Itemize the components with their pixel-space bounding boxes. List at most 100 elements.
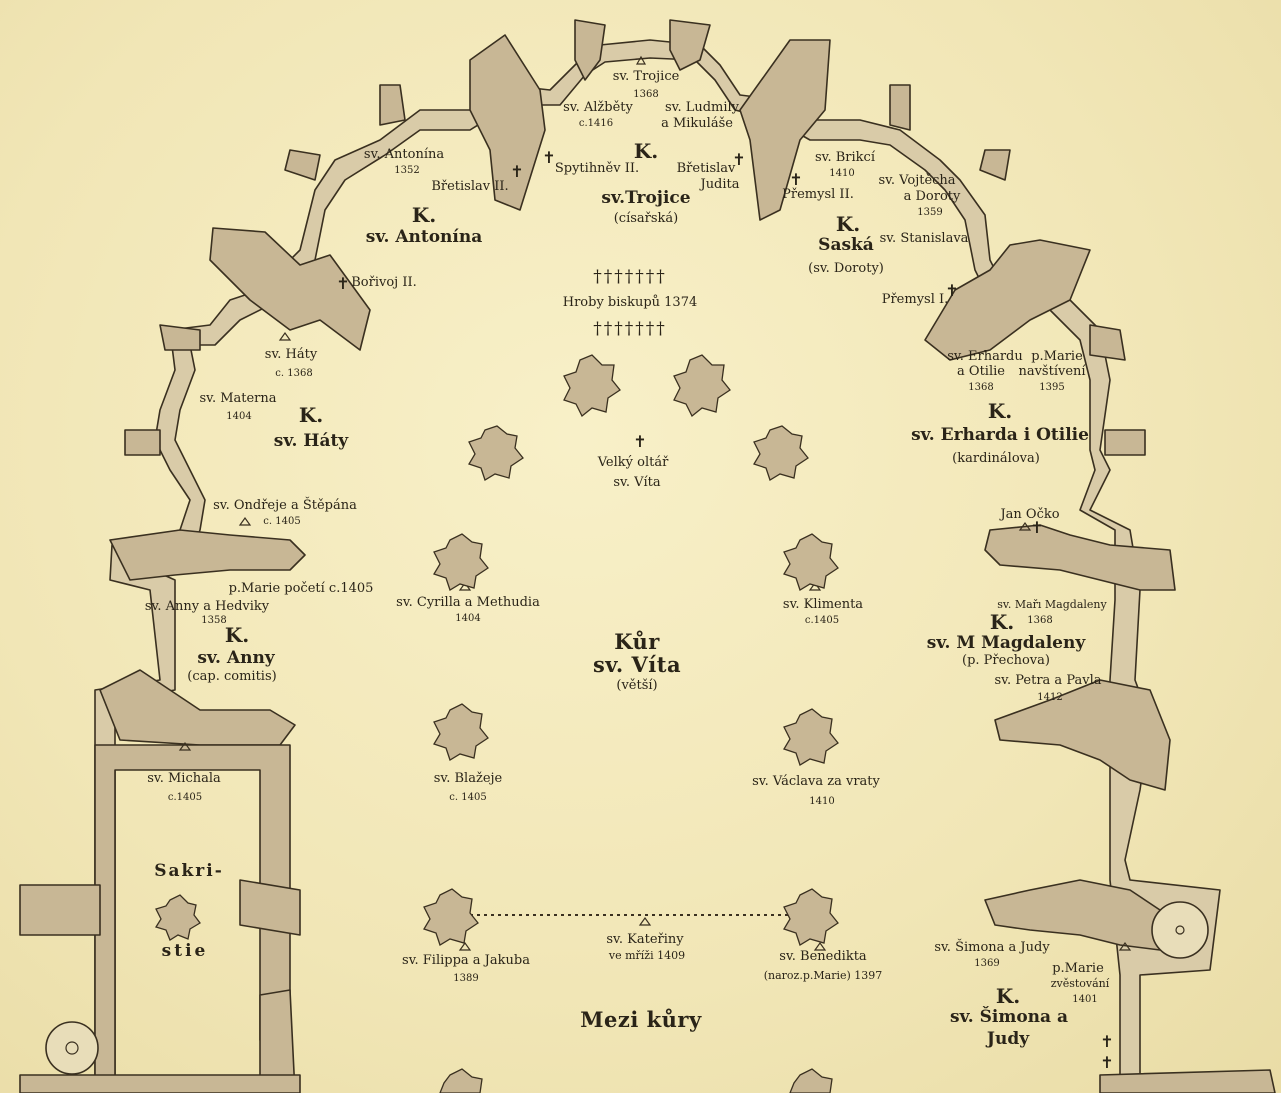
pier-cross-12 <box>439 1068 483 1093</box>
label-year: 1359 <box>917 207 943 218</box>
label-year: c. 1405 <box>263 516 301 527</box>
label-anny-small: sv. Anny a Hedviky <box>144 599 270 614</box>
label-kateriny: sv. Kateřiny <box>606 932 684 947</box>
pier-cross-1 <box>563 354 621 418</box>
pier-ne-1 <box>739 39 831 221</box>
pier-cross-10 <box>783 888 839 946</box>
stub-8 <box>1104 429 1146 456</box>
grave-cross-icon: ✝ <box>510 162 524 181</box>
pier-e-2 <box>994 679 1171 791</box>
label-antonina-big: sv. Antonína <box>365 227 483 247</box>
label-alzbety: sv. Alžběty <box>563 100 633 115</box>
label-kaple-antonina: K. <box>411 203 437 227</box>
pier-sw-2 <box>259 989 296 1093</box>
altar-cross-icon: ✝ <box>633 432 647 451</box>
label-kaple-saska: K. <box>835 212 861 236</box>
grave-cross-icon: ✝ <box>732 150 746 169</box>
label-marie-poceti: p.Marie početí c.1405 <box>228 581 374 596</box>
label-anny-big: sv. Anny <box>197 648 275 668</box>
pier-cross-11 <box>154 894 201 941</box>
label-mikulase: a Mikuláše <box>661 116 733 131</box>
label-trojice-big: sv.Trojice <box>601 188 691 208</box>
label-premysl1: Přemysl I. <box>881 292 949 307</box>
stub-6 <box>1089 324 1126 361</box>
label-anny-sub: (cap. comitis) <box>187 669 277 684</box>
label-year: 1401 <box>1072 994 1098 1005</box>
label-kur-vita: sv. Víta <box>592 652 682 677</box>
grave-cross-icon: ✝ <box>1030 518 1044 537</box>
label-year: 1352 <box>394 165 420 176</box>
pier-cross-2 <box>673 354 731 418</box>
label-kaple-haty: K. <box>298 403 324 427</box>
label-ludmily: sv. Ludmily <box>664 100 740 115</box>
grave-cross-icon: ✝ <box>945 281 959 300</box>
label-premysl2: Přemysl II. <box>782 187 854 202</box>
pier-cross-13 <box>789 1068 833 1093</box>
pier-sw-3 <box>19 1074 301 1093</box>
label-oltar: Velký oltář <box>597 455 669 470</box>
label-year: 1369 <box>974 958 1000 969</box>
label-year: 1368 <box>633 89 659 100</box>
stub-4 <box>979 149 1011 181</box>
label-jan-ocko: Jan Očko <box>1000 507 1060 522</box>
label-kaple-anny: K. <box>224 623 250 647</box>
label-magdaleny-sub: (p. Přechova) <box>962 653 1050 668</box>
label-kateriny-sub: ve mříži 1409 <box>608 949 686 962</box>
label-magdaleny-small: sv. Mařı Magdaleny <box>997 598 1107 611</box>
pier-e-1 <box>984 524 1176 591</box>
pier-w-1 <box>109 529 306 581</box>
label-simona-small: sv. Šimona a Judy <box>934 940 1050 955</box>
stub-5 <box>159 324 201 351</box>
label-borivoj: Bořivoj II. <box>351 275 417 290</box>
label-year: 1368 <box>968 382 994 393</box>
sacristy-west-wall <box>19 884 101 936</box>
label-kaple-magdaleny: K. <box>989 610 1015 634</box>
label-year: 1404 <box>455 613 481 624</box>
pier-ne-2 <box>924 239 1091 361</box>
pier-cross-6 <box>783 533 839 591</box>
label-michala: sv. Michala <box>147 771 221 786</box>
label-year: 1395 <box>1039 382 1065 393</box>
label-kur: Kůr <box>614 629 660 654</box>
label-bretislav2: Břetislav II. <box>431 179 509 194</box>
label-year: c.1405 <box>167 792 203 803</box>
label-kaple-trojice: K. <box>633 139 659 163</box>
label-judy-big: Judy <box>986 1029 1030 1049</box>
grave-cross-icon: ✝ <box>1100 1053 1114 1072</box>
label-benedikta: sv. Benedikta <box>779 949 867 964</box>
pier-n-1 <box>469 34 546 211</box>
label-erharda-small: sv. Erhardu <box>947 349 1023 364</box>
label-erharda-sub: (kardinálova) <box>952 451 1040 466</box>
label-sakristie-2: stie <box>161 941 209 961</box>
graves-row-top: ††††††† <box>593 267 667 287</box>
pier-cross-9 <box>423 888 479 946</box>
pier-cross-8 <box>783 708 839 766</box>
label-year: c.1416 <box>578 118 614 129</box>
label-trojice-small: sv. Trojice <box>612 69 680 84</box>
label-kur-sub: (větší) <box>616 678 658 693</box>
label-brikci: sv. Brikcí <box>815 150 875 165</box>
label-year: 1410 <box>829 168 855 179</box>
label-year: c. 1405 <box>449 792 487 803</box>
label-doroty: a Doroty <box>903 189 961 204</box>
label-year: 1412 <box>1037 692 1063 703</box>
pier-cross-4 <box>753 425 809 481</box>
label-antonina-small: sv. Antonína <box>363 147 445 162</box>
sacristy-wall <box>94 744 291 1093</box>
pier-cross-5 <box>433 533 489 591</box>
label-year: c. 1368 <box>275 368 313 379</box>
label-kaple-erharda: K. <box>987 399 1013 423</box>
label-year: 1404 <box>226 411 252 422</box>
stub-7 <box>124 429 161 456</box>
stair-turret-west <box>45 1021 99 1075</box>
pier-n-3 <box>669 19 711 71</box>
label-stanislava: sv. Stanislava <box>879 231 969 246</box>
label-navstiveni: navštívení <box>1018 364 1086 379</box>
label-benedikta-sub: (naroz.p.Marie) 1397 <box>763 969 883 982</box>
grave-cross-icon: ✝ <box>1100 1032 1114 1051</box>
label-year: 1358 <box>201 615 227 626</box>
label-zvestovani: zvěstování <box>1050 977 1110 990</box>
label-year: 1389 <box>453 973 479 984</box>
grave-cross-icon: ✝ <box>789 170 803 189</box>
pier-cross-7 <box>433 703 489 761</box>
